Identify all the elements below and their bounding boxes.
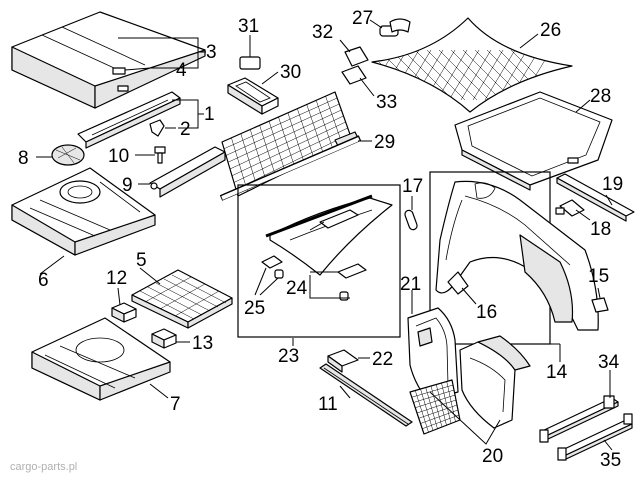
callout-2: 2 xyxy=(180,119,191,140)
callout-29: 29 xyxy=(374,132,395,153)
floor-tray-lower xyxy=(31,317,171,401)
luggage-cover xyxy=(265,194,393,279)
storage-bin xyxy=(459,335,531,429)
trim-strip xyxy=(556,173,635,222)
callout-30: 30 xyxy=(280,62,301,83)
round-lid xyxy=(51,144,85,166)
watermark-text: cargo-parts.pl xyxy=(10,461,77,473)
floor-tray-upper xyxy=(11,167,156,256)
grid-mat xyxy=(131,269,233,329)
group-box-23 xyxy=(237,184,401,338)
callout-3: 3 xyxy=(206,42,217,63)
callout-20: 20 xyxy=(482,446,503,467)
callout-5: 5 xyxy=(136,250,147,271)
callout-35: 35 xyxy=(600,450,621,471)
callout-9: 9 xyxy=(122,175,133,196)
spacer-block xyxy=(111,302,137,323)
clip-22 xyxy=(327,349,359,373)
clip-part xyxy=(149,119,165,137)
cargo-divider-net xyxy=(219,91,362,201)
callout-14: 14 xyxy=(546,362,568,383)
callout-numbers: 3 4 1 2 8 10 9 6 5 12 13 7 31 30 32 33 2… xyxy=(18,8,623,471)
callout-32: 32 xyxy=(312,22,333,43)
callout-15: 15 xyxy=(588,266,609,287)
callout-18: 18 xyxy=(590,219,611,240)
callout-25: 25 xyxy=(244,298,265,319)
bracket-parts xyxy=(341,18,411,85)
side-bracket xyxy=(555,199,585,217)
leader-lines xyxy=(36,19,613,451)
callout-7: 7 xyxy=(170,394,181,415)
callout-33: 33 xyxy=(376,92,397,113)
floor-cover-panel xyxy=(11,11,206,109)
callout-34: 34 xyxy=(598,352,620,373)
callout-19: 19 xyxy=(602,174,623,195)
sill-trim xyxy=(77,91,181,149)
callout-6: 6 xyxy=(38,270,49,291)
callout-16: 16 xyxy=(476,302,497,323)
side-trim-panel xyxy=(435,180,599,331)
callout-13: 13 xyxy=(192,333,213,354)
seal-strip xyxy=(319,363,413,427)
callout-26: 26 xyxy=(540,20,561,41)
callout-31: 31 xyxy=(238,16,259,37)
callout-24: 24 xyxy=(286,278,308,299)
callout-1: 1 xyxy=(204,104,215,125)
small-cap xyxy=(404,209,418,231)
floor-rails xyxy=(539,395,633,461)
cover-clip xyxy=(112,67,126,75)
callout-23: 23 xyxy=(278,346,299,367)
callout-11: 11 xyxy=(318,394,338,415)
net-pocket xyxy=(409,379,461,435)
callout-22: 22 xyxy=(372,349,393,370)
callout-27: 27 xyxy=(352,8,373,29)
side-storage-box xyxy=(407,307,459,401)
callout-10: 10 xyxy=(108,146,129,167)
callout-12: 12 xyxy=(106,268,127,289)
storage-tray xyxy=(227,77,279,115)
cover-strip xyxy=(149,146,226,198)
callout-4: 4 xyxy=(176,60,187,81)
callout-17: 17 xyxy=(402,176,423,197)
panel-clip xyxy=(591,297,609,313)
callout-28: 28 xyxy=(590,86,611,107)
callout-8: 8 xyxy=(18,148,29,169)
push-pin xyxy=(154,146,166,164)
cargo-floor-cover xyxy=(454,91,613,191)
spacer-block-2 xyxy=(151,328,177,349)
trim-clip xyxy=(239,56,261,70)
callout-21: 21 xyxy=(400,274,421,295)
